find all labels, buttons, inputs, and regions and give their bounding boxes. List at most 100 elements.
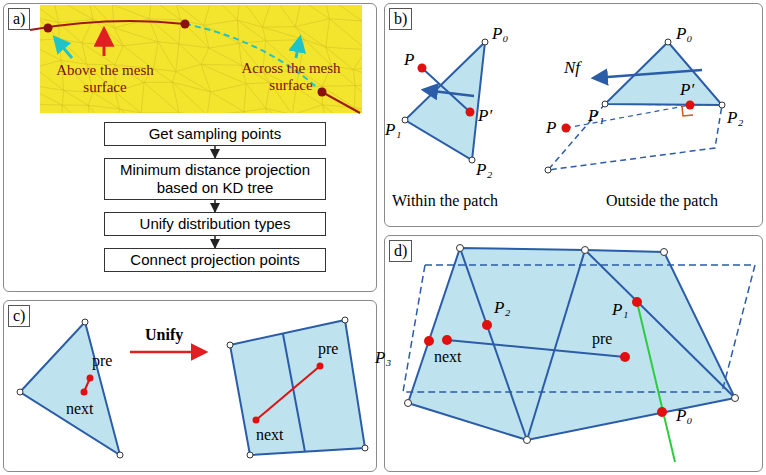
mesh-line	[123, 42, 158, 46]
point-label: next	[256, 426, 284, 444]
process-box: Connect projection points	[104, 248, 326, 272]
mesh-line	[88, 105, 119, 109]
mesh-line	[40, 18, 59, 22]
mesh-line	[40, 104, 61, 113]
path-curve	[322, 92, 360, 113]
vertex	[362, 445, 368, 451]
mesh-line	[181, 20, 209, 48]
point	[657, 407, 667, 417]
mesh-line	[353, 50, 362, 70]
mesh-line	[237, 20, 262, 27]
intersection-line	[637, 302, 675, 462]
vertex	[247, 452, 253, 458]
vertex	[227, 342, 233, 348]
mesh-line	[144, 82, 172, 83]
mesh-line	[246, 84, 266, 109]
mesh-line	[179, 113, 187, 114]
vertex	[524, 437, 531, 444]
mesh-line	[120, 109, 153, 113]
point-label: P₂	[494, 298, 510, 318]
mesh-line	[176, 71, 211, 91]
mesh-line	[329, 19, 361, 21]
point-label: pre	[318, 340, 338, 358]
mesh-line	[89, 5, 93, 19]
mesh-line	[209, 48, 242, 65]
mesh-line	[353, 70, 355, 86]
mesh-line	[61, 105, 63, 113]
mesh-line	[141, 82, 144, 113]
vertex	[342, 317, 348, 323]
mesh-line	[112, 5, 149, 19]
panel-letter: c)	[8, 305, 30, 327]
vertex	[117, 452, 123, 458]
point-label: P₁	[588, 106, 604, 126]
sample-point	[181, 20, 190, 29]
mesh-line	[362, 21, 363, 50]
point-label: pre	[92, 352, 112, 370]
normal-arrow	[594, 70, 702, 78]
mesh-texture	[40, 5, 362, 113]
annotation: Across the mesh surface	[232, 60, 350, 94]
point	[686, 101, 695, 110]
figure-panel: c)	[3, 300, 377, 472]
vertex	[732, 395, 739, 402]
point-label: P₀	[492, 24, 508, 44]
mesh-line	[324, 5, 362, 6]
transform-arrow	[130, 351, 205, 354]
point-label: P₁	[612, 300, 628, 320]
point-label: next	[66, 400, 94, 418]
mesh-line	[40, 84, 64, 91]
mesh-surface	[40, 5, 362, 113]
point-label: P′	[478, 106, 492, 126]
process-box: Unify distribution types	[104, 212, 326, 236]
mesh-line	[82, 43, 115, 65]
mesh-edge	[585, 250, 735, 398]
point-label: P₁	[385, 120, 401, 140]
point	[424, 336, 434, 346]
flow-arrow	[214, 146, 216, 158]
mesh-line	[204, 5, 213, 25]
vertex	[469, 157, 475, 163]
mesh-line	[262, 27, 265, 41]
mesh-line	[115, 46, 123, 65]
mesh-line	[213, 5, 237, 20]
point-label: P₀	[676, 406, 692, 426]
mesh-line	[172, 82, 210, 92]
mesh-line	[53, 5, 93, 19]
mesh-line	[273, 5, 295, 27]
vertex	[582, 247, 589, 254]
process-box: Minimum distance projection based on KD …	[104, 158, 326, 200]
panel-letter: a)	[8, 8, 30, 30]
vertex	[665, 39, 671, 45]
mesh-line	[179, 113, 209, 114]
figure-panel: a)Get sampling pointsMinimum distance pr…	[3, 3, 377, 292]
mesh-line	[40, 104, 62, 105]
mesh-line	[112, 5, 114, 28]
mesh-line	[326, 47, 362, 49]
mesh-line	[62, 105, 88, 106]
mesh-line	[179, 44, 201, 64]
mesh-line	[301, 5, 329, 19]
vertex	[457, 245, 464, 252]
segment	[256, 366, 320, 420]
mesh-line	[295, 5, 301, 27]
projection-plane	[403, 265, 755, 392]
mesh-line	[179, 44, 209, 48]
point-label: next	[434, 348, 462, 366]
mesh-line	[176, 44, 179, 72]
mesh-line	[149, 19, 181, 20]
point	[418, 64, 427, 73]
point-label: P₂	[727, 108, 743, 128]
mesh-line	[324, 5, 362, 21]
normal-arrow	[424, 90, 474, 96]
mesh-line	[179, 113, 207, 114]
sub-caption: Within the patch	[392, 192, 498, 210]
mesh-line	[244, 84, 246, 112]
point	[87, 375, 94, 382]
step-text: Connect projection points	[130, 251, 299, 268]
mesh-line	[89, 5, 114, 28]
point	[466, 108, 475, 117]
mesh-line	[262, 5, 273, 27]
mesh-line	[172, 71, 175, 82]
mesh-line	[246, 83, 270, 84]
